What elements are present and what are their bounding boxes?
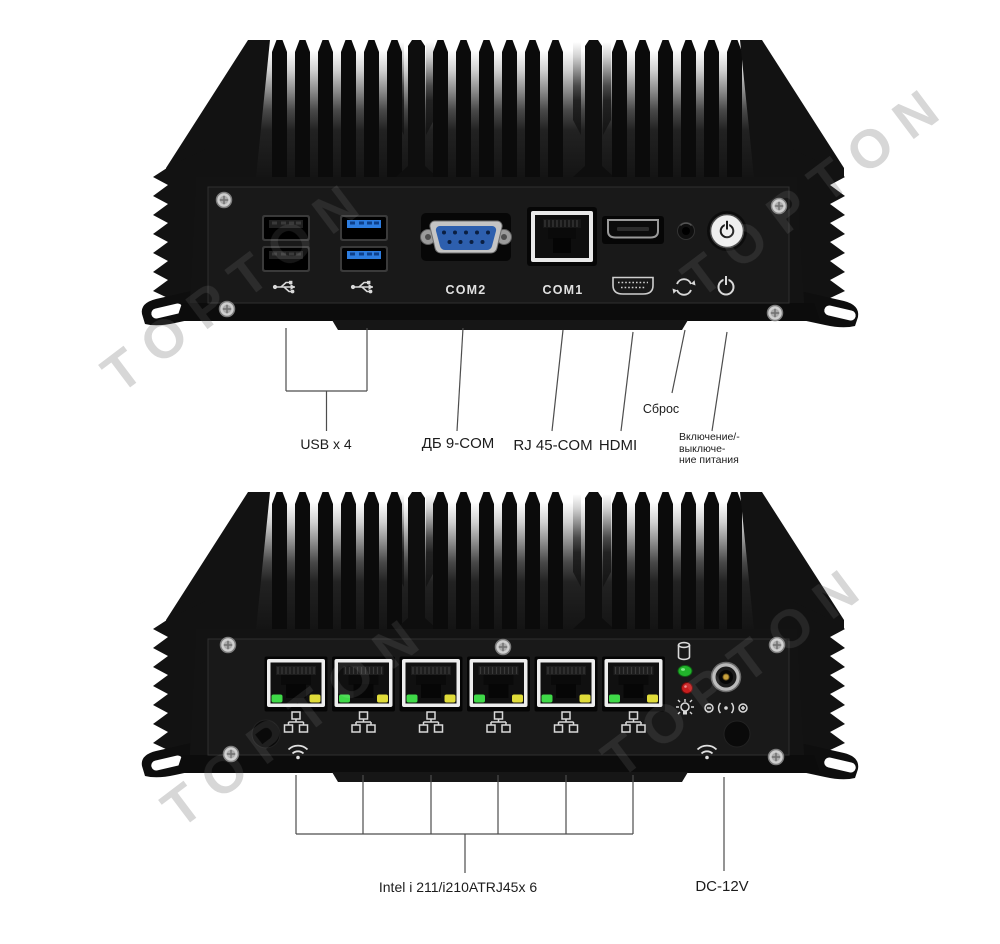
callout-lan-label: Intel i 211/i210ATRJ45x 6 xyxy=(378,879,538,895)
com1-rj45-port xyxy=(527,207,597,266)
screw xyxy=(767,748,785,766)
lan-port-4 xyxy=(466,655,531,713)
hdd-icon xyxy=(677,641,691,661)
callout-rj45-label: RJ 45-COM xyxy=(513,437,593,454)
reset-icon xyxy=(672,278,696,296)
rear-panel xyxy=(219,636,786,766)
screw xyxy=(219,636,237,654)
com1-print-label: COM1 xyxy=(543,283,584,297)
screw xyxy=(215,191,233,209)
callout-lines xyxy=(285,327,728,873)
front-device: COM2 COM1 xyxy=(142,40,858,330)
callout-usb-label: USB x 4 xyxy=(300,436,352,452)
power-icon xyxy=(717,276,735,296)
alarm-led xyxy=(681,682,693,694)
hole-plug xyxy=(723,720,751,748)
com2-db9-port xyxy=(420,213,512,261)
power-label-line2: выключе- xyxy=(679,442,726,455)
run-led xyxy=(677,665,693,677)
power-label-line1: Включение/- xyxy=(679,431,740,443)
callout-hdmi-label: HDMI xyxy=(598,437,638,454)
rear-device xyxy=(142,492,858,782)
callout-db9-label: ДБ 9-COM xyxy=(421,435,495,452)
callout-power-label: Включение/- выключе- ние питания xyxy=(679,431,740,467)
callout-dc-label: DC-12V xyxy=(695,878,749,895)
bulb-icon xyxy=(676,699,694,715)
lan-port-5 xyxy=(533,655,599,713)
callout-reset-label: Сброс xyxy=(642,402,680,416)
com2-print-label: COM2 xyxy=(446,283,487,297)
hdmi-icon xyxy=(612,276,654,295)
screw xyxy=(766,304,784,322)
dc-jack xyxy=(710,661,742,693)
hole-plug xyxy=(251,719,281,749)
power-label-line3: ние питания xyxy=(679,454,739,466)
screw xyxy=(494,638,512,656)
hdmi-port xyxy=(602,216,664,244)
dc-polarity-icon xyxy=(704,702,748,714)
reset-button xyxy=(677,222,695,240)
front-panel: COM2 COM1 xyxy=(215,191,788,322)
power-button xyxy=(707,211,747,251)
usb3-port xyxy=(340,246,388,272)
